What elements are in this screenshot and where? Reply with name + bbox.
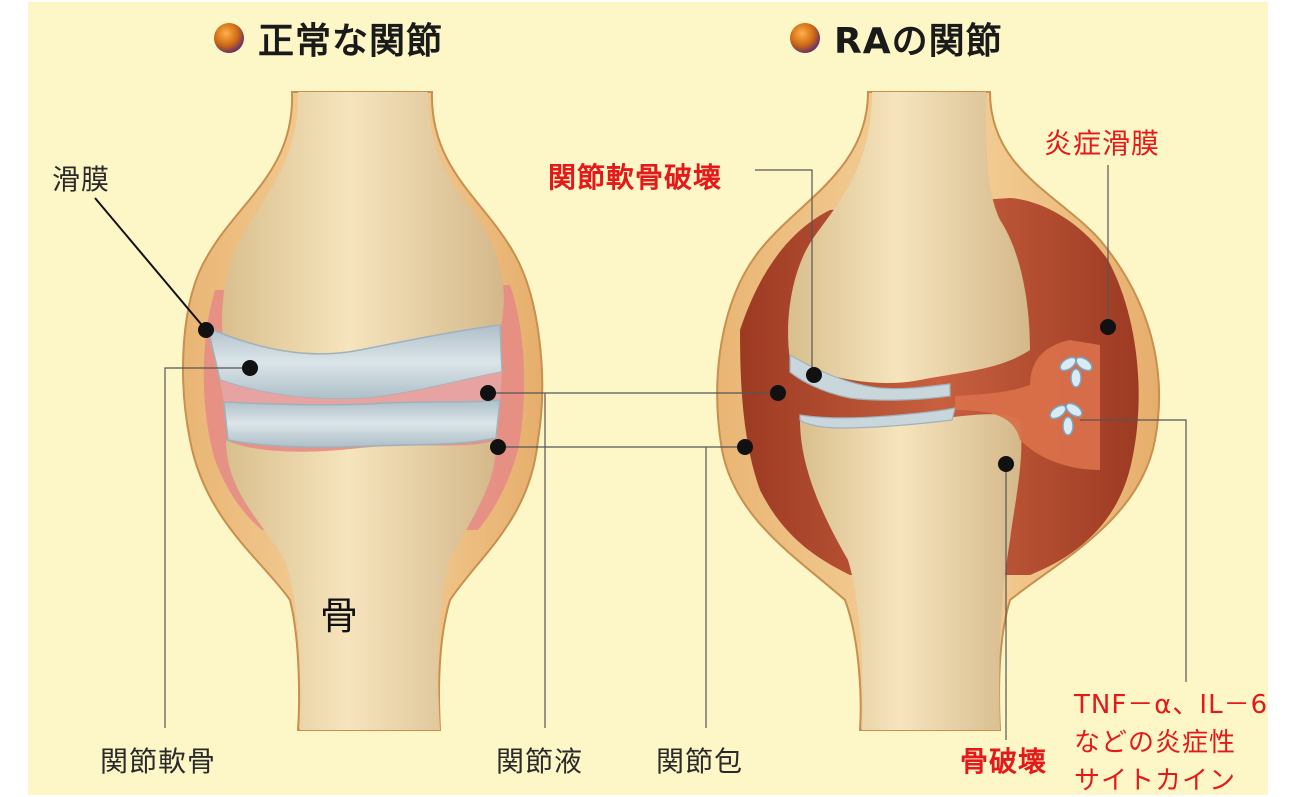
dot-ra-fluid (770, 385, 786, 401)
ra-joint-lower-bone (800, 414, 1022, 730)
normal-joint-cartilage-lower (223, 399, 501, 448)
ra-joint-cartilage-remnant (789, 353, 951, 401)
leader-line-cytokine (1080, 419, 1187, 682)
label-bone-destruction: 骨破壊 (960, 745, 1048, 778)
normal-joint-upper-bone (222, 92, 504, 358)
leader-line-cartilage (164, 367, 250, 728)
dot-ra-capsule (737, 439, 753, 455)
bullet-icon (214, 23, 244, 53)
dot-fluid (480, 385, 496, 401)
normal-joint-lower-bone (226, 440, 496, 730)
dot-capsule (490, 439, 506, 455)
ra-joint (716, 91, 1161, 731)
dot-synovium (198, 322, 214, 338)
bullet-icon (790, 23, 820, 53)
normal-joint (182, 91, 544, 731)
title-normal-text: 正常な関節 (258, 21, 444, 62)
label-cartilage: 関節軟骨 (100, 745, 217, 778)
label-cytokine-line1: TNF－α、IL－6 (1074, 690, 1269, 720)
label-synovium: 滑膜 (52, 163, 111, 196)
label-synovial-fluid: 関節液 (496, 745, 584, 778)
marker-dots (198, 319, 1116, 472)
label-cartilage-destruction: 関節軟骨破壊 (548, 161, 723, 194)
label-cytokine-line3: サイトカイン (1074, 766, 1237, 796)
normal-joint-fluid (220, 372, 502, 405)
leader-lines (94, 165, 1187, 740)
title-ra-joint: RAの関節 (790, 12, 1003, 64)
dot-ra-bone (998, 456, 1014, 472)
dot-cartilage (242, 360, 258, 376)
leader-line-synovium (94, 197, 207, 331)
ra-joint-cartilage-remnant-lower (799, 407, 956, 429)
dot-ra-cartilage (806, 367, 822, 383)
cytokine-icon (1049, 356, 1093, 436)
label-inflamed-synovium: 炎症滑膜 (1044, 127, 1161, 160)
label-cytokine-line2: などの炎症性 (1074, 728, 1237, 758)
label-capsule: 関節包 (656, 745, 744, 778)
leader-line-cartilage-destruction (755, 169, 813, 375)
dot-ra-synovium (1100, 319, 1116, 335)
ra-joint-upper-bone (788, 92, 1030, 384)
label-bone: 骨 (320, 594, 360, 638)
title-normal-joint: 正常な関節 (214, 12, 443, 64)
ra-joint-pannus (955, 340, 1100, 470)
title-ra-text: RAの関節 (834, 21, 1003, 62)
